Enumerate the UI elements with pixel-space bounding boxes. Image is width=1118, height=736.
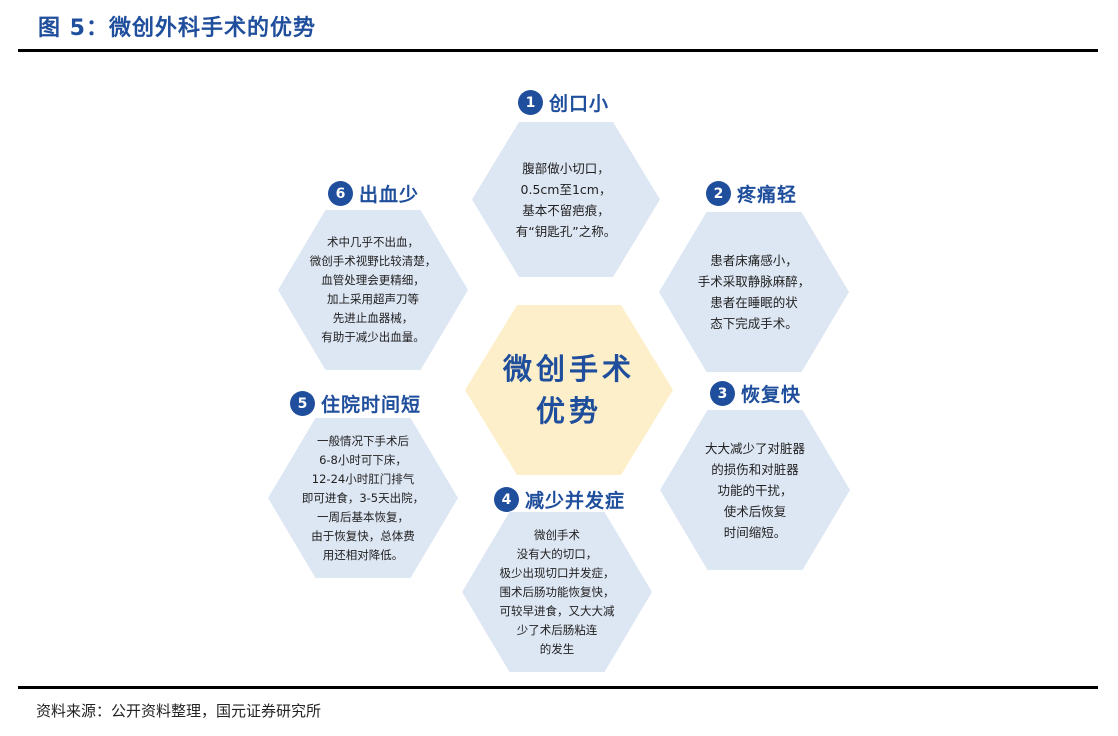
hexagon-5-line: 6-8小时可下床， (319, 452, 407, 467)
hexagon-6-line: 微创手术视野比较清楚， (309, 254, 437, 268)
hexagon-3-line: 大大减少了对脏器 (704, 440, 805, 456)
label-title-3: 恢复快 (741, 384, 802, 406)
hexagon-4-line: 少了术后肠粘连 (516, 622, 598, 637)
number-badge-4: 4 (494, 487, 519, 512)
hexagon-6-line: 血管处理会更精细， (321, 273, 425, 287)
hexagon-6: 术中几乎不出血， 微创手术视野比较清楚， 血管处理会更精细， 加上采用超声刀等 … (278, 210, 468, 370)
number-badge-2: 2 (706, 181, 731, 206)
hexagon-3-line: 时间缩短。 (723, 524, 787, 540)
hexagon-5-line: 即可进食，3-5天出院， (301, 490, 425, 505)
hexagon-5-line: 一周后基本恢复， (316, 509, 409, 524)
hexagon-4: 微创手术 没有大的切口， 极少出现切口并发症， 围术后肠功能恢复快， 可较早进食… (462, 512, 652, 672)
label-title-1: 创口小 (549, 93, 610, 115)
label-6: 6 出血少 (328, 180, 419, 207)
hexagon-1-line: 基本不留疤痕， (522, 202, 610, 218)
center-title-line-1: 微创手术 (502, 352, 635, 386)
hexagon-1-line: 腹部做小切口， (522, 160, 610, 176)
hexagon-6-line: 先进止血器械， (332, 311, 414, 325)
hexagon-3-line: 使术后恢复 (723, 503, 787, 519)
hexagon-3-line: 的损伤和对脏器 (711, 461, 799, 477)
hexagon-1-line: 0.5cm至1cm， (520, 181, 612, 197)
hexagon-5-line: 12-24小时肛门排气 (311, 471, 415, 486)
center-hexagon: 微创手术 优势 (465, 305, 673, 475)
hexagon-2-line: 患者床痛感小， (710, 253, 798, 268)
hexagon-3-line: 功能的干扰， (717, 482, 793, 498)
hexagon-2-line: 患者在睡眠的状 (710, 295, 798, 310)
hexagon-4-line: 可较早进食，又大大减 (499, 603, 615, 618)
label-1: 1 创口小 (518, 89, 609, 116)
number-badge-5: 5 (290, 391, 315, 416)
label-title-6: 出血少 (359, 184, 420, 206)
number-badge-3: 3 (710, 381, 735, 406)
hexagon-5-line: 用还相对降低。 (322, 547, 404, 562)
center-title-line-2: 优势 (535, 394, 602, 428)
hexagon-1-line: 有“钥匙孔”之称。 (515, 223, 617, 239)
label-2: 2 疼痛轻 (706, 180, 797, 207)
label-3: 3 恢复快 (710, 380, 801, 407)
hexagon-5: 一般情况下手术后 6-8小时可下床， 12-24小时肛门排气 即可进食，3-5天… (268, 418, 458, 578)
hexagon-4-line: 微创手术 (533, 527, 580, 542)
figure-title: 图 5：微创外科手术的优势 (38, 16, 316, 41)
hexagon-4-line: 的发生 (539, 641, 575, 656)
hexagon-4-line: 极少出现切口并发症， (499, 565, 615, 580)
label-title-5: 住院时间短 (321, 394, 422, 416)
label-title-2: 疼痛轻 (737, 184, 798, 206)
number-badge-1: 1 (518, 90, 543, 115)
hexagon-5-line: 由于恢复快，总体费 (311, 528, 415, 543)
hexagon-6-line: 加上采用超声刀等 (327, 292, 419, 306)
hexagon-2: 患者床痛感小， 手术采取静脉麻醉， 患者在睡眠的状 态下完成手术。 (659, 212, 849, 372)
hexagon-6-line: 术中几乎不出血， (327, 235, 419, 249)
label-title-4: 减少并发症 (525, 490, 626, 512)
hexagon-5-line: 一般情况下手术后 (316, 433, 409, 448)
bottom-rule (18, 686, 1098, 689)
number-badge-6: 6 (328, 181, 353, 206)
hexagon-4-line: 围术后肠功能恢复快， (499, 584, 615, 599)
source-note: 资料来源：公开资料整理，国元证券研究所 (36, 702, 322, 720)
hexagon-1: 腹部做小切口， 0.5cm至1cm， 基本不留疤痕， 有“钥匙孔”之称。 (472, 122, 660, 277)
label-4: 4 减少并发症 (494, 486, 625, 513)
hexagon-4-line: 没有大的切口， (516, 546, 598, 561)
hexagon-3: 大大减少了对脏器 的损伤和对脏器 功能的干扰， 使术后恢复 时间缩短。 (660, 410, 850, 570)
hexagon-6-line: 有助于减少出血量。 (321, 330, 425, 344)
label-5: 5 住院时间短 (290, 390, 421, 417)
top-rule (18, 49, 1098, 52)
hexagon-2-line: 手术采取静脉麻醉， (697, 274, 811, 289)
hexagon-2-line: 态下完成手术。 (710, 316, 798, 331)
